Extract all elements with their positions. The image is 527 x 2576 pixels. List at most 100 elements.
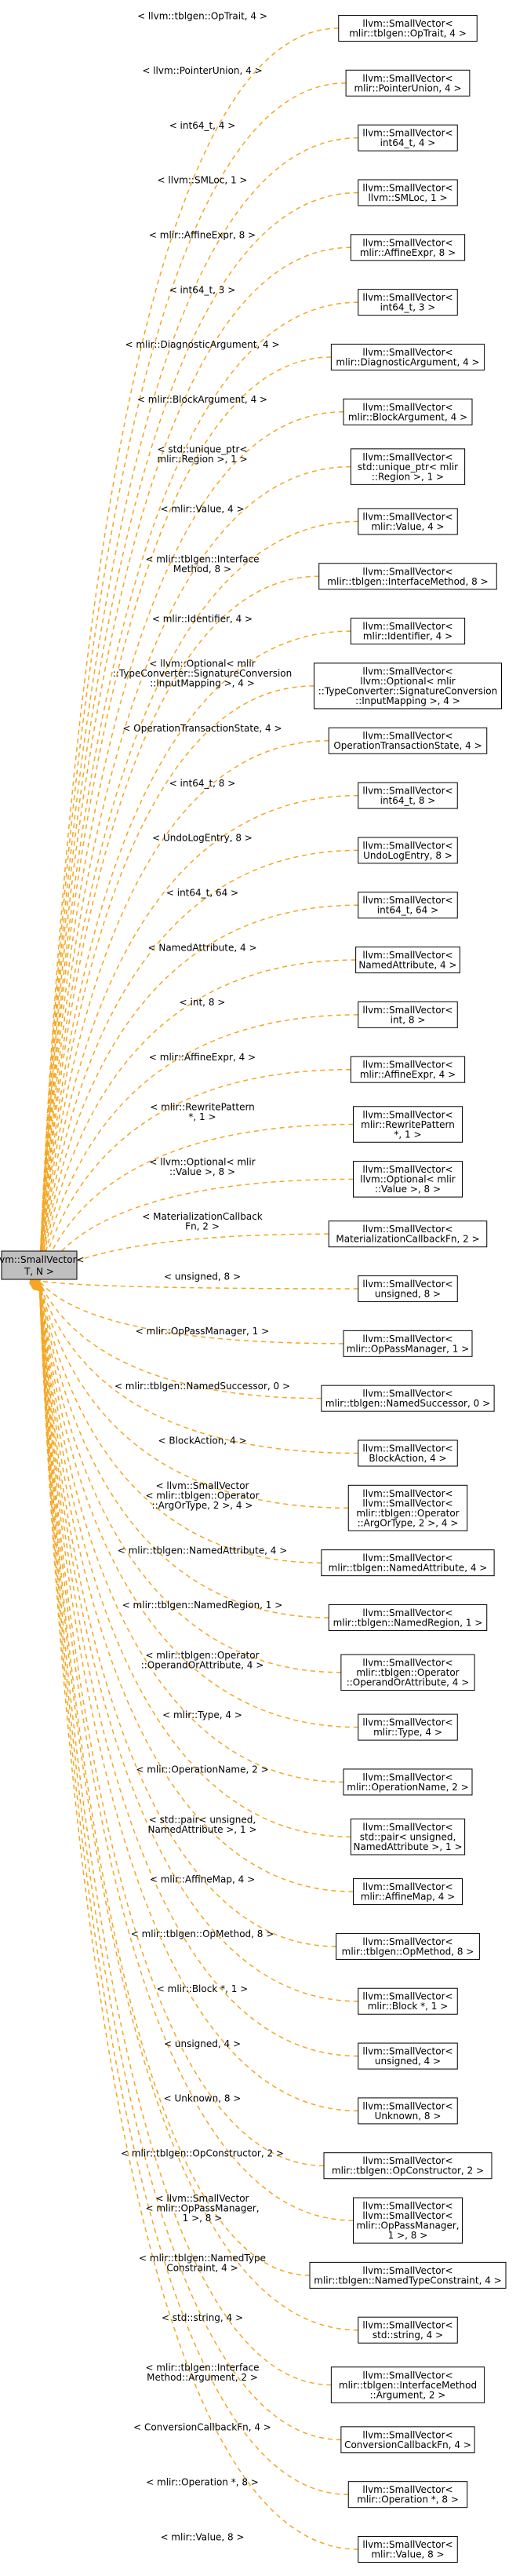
specialization-node-box[interactable] bbox=[358, 1275, 458, 1302]
specialization-node-box[interactable] bbox=[347, 1484, 468, 1531]
specialization-node[interactable]: llvm::SmallVector<mlir::tblgen::OpTrait,… bbox=[338, 15, 478, 42]
specialization-node-box[interactable] bbox=[343, 1330, 473, 1357]
specialization-node-box[interactable] bbox=[309, 2261, 507, 2289]
specialization-node[interactable]: llvm::SmallVector<mlir::AffineExpr, 4 > bbox=[350, 1056, 466, 1083]
specialization-node-box[interactable] bbox=[350, 1056, 466, 1083]
specialization-node[interactable]: llvm::SmallVector<llvm::SmallVector<mlir… bbox=[353, 2197, 463, 2244]
specialization-node-box[interactable] bbox=[330, 2366, 485, 2403]
specialization-node-box[interactable] bbox=[358, 1001, 458, 1028]
specialization-node[interactable]: llvm::SmallVector<mlir::tblgen::NamedTyp… bbox=[309, 2261, 507, 2289]
specialization-node[interactable]: llvm::SmallVector<int64_t, 8 > bbox=[358, 782, 458, 809]
specialization-node-line: ::TypeConverter::SignatureConversion bbox=[318, 685, 497, 696]
specialization-node[interactable]: llvm::SmallVector<mlir::Value, 8 > bbox=[358, 2536, 458, 2563]
specialization-node-box[interactable] bbox=[328, 1604, 488, 1631]
specialization-node-box[interactable] bbox=[350, 234, 466, 261]
specialization-node-box[interactable] bbox=[358, 837, 458, 864]
specialization-node[interactable]: llvm::SmallVector<mlir::AffineExpr, 8 > bbox=[350, 234, 466, 261]
specialization-node-box[interactable] bbox=[353, 2197, 463, 2244]
specialization-node[interactable]: llvm::SmallVector<mlir::OperationName, 2… bbox=[343, 1768, 473, 1796]
specialization-node-box[interactable] bbox=[358, 124, 458, 151]
specialization-node[interactable]: llvm::SmallVector<int64_t, 64 > bbox=[358, 892, 458, 919]
specialization-node[interactable]: llvm::SmallVector<std::pair< unsigned,Na… bbox=[350, 1819, 466, 1855]
specialization-node[interactable]: llvm::SmallVector<mlir::tblgen::NamedAtt… bbox=[321, 1549, 495, 1577]
specialization-node-box[interactable] bbox=[358, 892, 458, 919]
specialization-node-box[interactable] bbox=[345, 69, 471, 97]
specialization-node[interactable]: llvm::SmallVector<std::string, 4 > bbox=[358, 2316, 458, 2344]
specialization-node-box[interactable] bbox=[323, 2152, 492, 2180]
specialization-node[interactable]: llvm::SmallVector<mlir::tblgen::Interfac… bbox=[318, 563, 497, 590]
specialization-node[interactable]: llvm::SmallVector<mlir::PointerUnion, 4 … bbox=[345, 69, 471, 97]
specialization-node[interactable]: llvm::SmallVector<mlir::OpPassManager, 1… bbox=[343, 1330, 473, 1357]
specialization-node-box[interactable] bbox=[340, 2426, 475, 2454]
specialization-node[interactable]: llvm::SmallVector<NamedAttribute, 4 > bbox=[355, 947, 460, 974]
specialization-node[interactable]: llvm::SmallVector<int64_t, 3 > bbox=[358, 289, 458, 316]
specialization-node-box[interactable] bbox=[353, 1878, 463, 1906]
specialization-node[interactable]: llvm::SmallVector<unsigned, 4 > bbox=[358, 2042, 458, 2070]
specialization-node-box[interactable] bbox=[318, 563, 497, 590]
specialization-node[interactable]: llvm::SmallVector<mlir::RewritePattern*,… bbox=[353, 1106, 463, 1143]
specialization-node-box[interactable] bbox=[340, 1654, 475, 1691]
specialization-node[interactable]: llvm::SmallVector<UndoLogEntry, 8 > bbox=[358, 837, 458, 864]
base-class-box[interactable] bbox=[1, 1250, 78, 1280]
specialization-node-box[interactable] bbox=[358, 508, 458, 535]
specialization-node-box[interactable] bbox=[358, 2316, 458, 2344]
specialization-node[interactable]: llvm::SmallVector<OperationTransactionSt… bbox=[328, 727, 488, 754]
specialization-node-box[interactable] bbox=[328, 727, 488, 754]
specialization-node-box[interactable] bbox=[350, 1819, 466, 1855]
specialization-node[interactable]: llvm::SmallVector<BlockAction, 4 > bbox=[358, 1439, 458, 1467]
specialization-node[interactable]: llvm::SmallVector<int64_t, 4 > bbox=[358, 124, 458, 151]
specialization-node[interactable]: llvm::SmallVector<llvm::SMLoc, 1 > bbox=[358, 179, 458, 206]
specialization-node[interactable]: llvm::SmallVector<mlir::BlockArgument, 4… bbox=[343, 398, 473, 425]
specialization-node-box[interactable] bbox=[321, 1385, 495, 1412]
specialization-node[interactable]: llvm::SmallVector<llvm::Optional< mlir::… bbox=[353, 1161, 463, 1198]
specialization-node[interactable]: llvm::SmallVector<llvm::Optional< mlir::… bbox=[314, 662, 502, 710]
specialization-node-box[interactable] bbox=[358, 2097, 458, 2125]
specialization-node[interactable]: llvm::SmallVector<mlir::tblgen::NamedReg… bbox=[328, 1604, 488, 1631]
specialization-node-box[interactable] bbox=[336, 1932, 480, 1960]
specialization-node[interactable]: llvm::SmallVector<mlir::Operation *, 8 > bbox=[347, 2481, 468, 2508]
specialization-node[interactable]: llvm::SmallVector<llvm::SmallVector<mlir… bbox=[347, 1484, 468, 1531]
inheritance-edge bbox=[34, 630, 351, 1291]
edge-label-line: ::OperandOrAttribute, 4 > bbox=[141, 1659, 264, 1670]
specialization-node[interactable]: llvm::SmallVector<ConversionCallbackFn, … bbox=[340, 2426, 475, 2454]
specialization-node-box[interactable] bbox=[353, 1106, 463, 1143]
specialization-node-box[interactable] bbox=[328, 1220, 488, 1248]
specialization-node-box[interactable] bbox=[350, 618, 466, 645]
specialization-node[interactable]: llvm::SmallVector<mlir::DiagnosticArgume… bbox=[330, 343, 485, 370]
specialization-node[interactable]: llvm::SmallVector<int, 8 > bbox=[358, 1001, 458, 1028]
specialization-node-box[interactable] bbox=[358, 1987, 458, 2015]
specialization-node-box[interactable] bbox=[347, 2481, 468, 2508]
specialization-node-box[interactable] bbox=[330, 343, 485, 370]
specialization-node-box[interactable] bbox=[353, 1161, 463, 1198]
specialization-node[interactable]: llvm::SmallVector<MaterializationCallbac… bbox=[328, 1220, 488, 1248]
specialization-node[interactable]: llvm::SmallVector<mlir::Block *, 1 > bbox=[358, 1987, 458, 2015]
specialization-node[interactable]: llvm::SmallVector<mlir::Identifier, 4 > bbox=[350, 618, 466, 645]
specialization-node[interactable]: llvm::SmallVector<mlir::AffineMap, 4 > bbox=[353, 1878, 463, 1906]
specialization-node-box[interactable] bbox=[358, 179, 458, 206]
specialization-node[interactable]: llvm::SmallVector<mlir::tblgen::NamedSuc… bbox=[321, 1385, 495, 1412]
specialization-node-box[interactable] bbox=[355, 947, 460, 974]
specialization-node[interactable]: llvm::SmallVector<mlir::tblgen::Interfac… bbox=[330, 2366, 485, 2403]
specialization-node[interactable]: llvm::SmallVector<std::unique_ptr< mlir:… bbox=[350, 448, 466, 485]
specialization-node-line: mlir::OpPassManager, bbox=[356, 2220, 459, 2231]
specialization-node-box[interactable] bbox=[338, 15, 478, 42]
specialization-node-box[interactable] bbox=[350, 448, 466, 485]
specialization-node-box[interactable] bbox=[343, 1768, 473, 1796]
specialization-node-box[interactable] bbox=[314, 662, 502, 710]
specialization-node-box[interactable] bbox=[358, 2536, 458, 2563]
specialization-node[interactable]: llvm::SmallVector<mlir::tblgen::OpConstr… bbox=[323, 2152, 492, 2180]
specialization-node-box[interactable] bbox=[358, 2042, 458, 2070]
specialization-node[interactable]: llvm::SmallVector<mlir::tblgen::OpMethod… bbox=[336, 1932, 480, 1960]
specialization-node[interactable]: llvm::SmallVector<Unknown, 8 > bbox=[358, 2097, 458, 2125]
specialization-node-box[interactable] bbox=[358, 289, 458, 316]
specialization-node[interactable]: llvm::SmallVector<unsigned, 8 > bbox=[358, 1275, 458, 1302]
specialization-node[interactable]: llvm::SmallVector<mlir::tblgen::Operator… bbox=[340, 1654, 475, 1691]
specialization-node-box[interactable] bbox=[321, 1549, 495, 1577]
specialization-node-box[interactable] bbox=[358, 782, 458, 809]
base-class-node[interactable]: llvm::SmallVector< T, N > bbox=[0, 1250, 85, 1280]
specialization-node[interactable]: llvm::SmallVector<mlir::Value, 4 > bbox=[358, 508, 458, 535]
specialization-node-box[interactable] bbox=[358, 1713, 458, 1741]
specialization-node[interactable]: llvm::SmallVector<mlir::Type, 4 > bbox=[358, 1713, 458, 1741]
specialization-node-box[interactable] bbox=[343, 398, 473, 425]
specialization-node-box[interactable] bbox=[358, 1439, 458, 1467]
